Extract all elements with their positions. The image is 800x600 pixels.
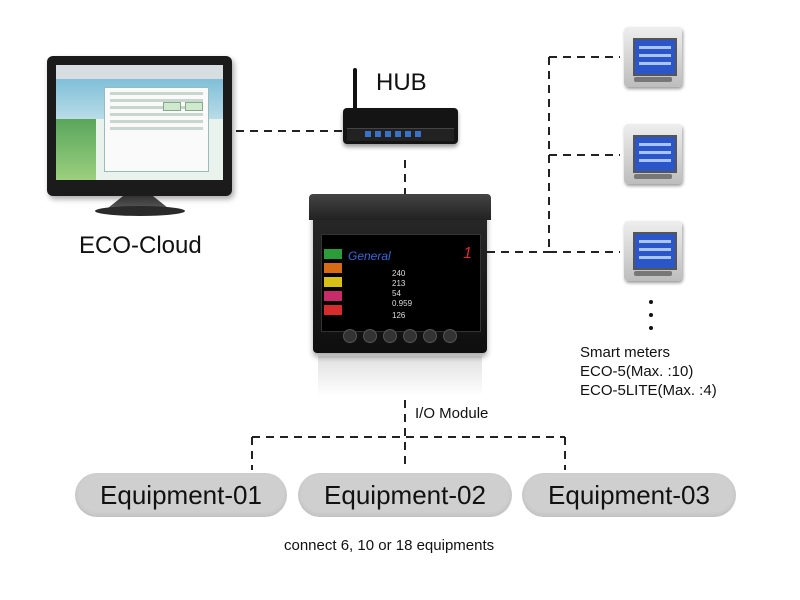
io-module-icon: General 1 240 213 54 0.959 126 <box>309 194 491 353</box>
smart-meter-icon <box>624 221 682 281</box>
meters-eco5lite: ECO-5LITE(Max. :4) <box>580 382 717 399</box>
monitor-screen <box>56 65 223 180</box>
ellipsis-dot <box>649 300 653 304</box>
display-title: General <box>348 249 391 263</box>
meters-title: Smart meters <box>580 344 671 361</box>
equipment-01: Equipment-01 <box>75 473 287 517</box>
monitor-base <box>95 206 185 216</box>
hub-label: HUB <box>376 69 427 96</box>
display-number: 1 <box>463 245 472 262</box>
smart-meter-icon <box>624 124 682 184</box>
footer-note: connect 6, 10 or 18 equipments <box>284 537 495 554</box>
ellipsis-dot <box>649 326 653 330</box>
monitor-stand <box>108 196 168 208</box>
equipment-03: Equipment-03 <box>522 473 736 517</box>
router-antenna <box>353 68 357 114</box>
ellipsis-dot <box>649 313 653 317</box>
cloud-label: ECO-Cloud <box>79 232 202 259</box>
smart-meter-icon <box>624 27 682 87</box>
io-module-label: I/O Module <box>415 405 489 422</box>
function-keys <box>343 329 457 343</box>
io-display: General 1 240 213 54 0.959 126 <box>321 234 481 332</box>
equipment-02: Equipment-02 <box>298 473 512 517</box>
desktop-monitor-icon <box>47 56 232 196</box>
router-icon <box>343 108 458 144</box>
io-reflection <box>318 356 482 396</box>
meters-eco5: ECO-5(Max. :10) <box>580 363 694 380</box>
